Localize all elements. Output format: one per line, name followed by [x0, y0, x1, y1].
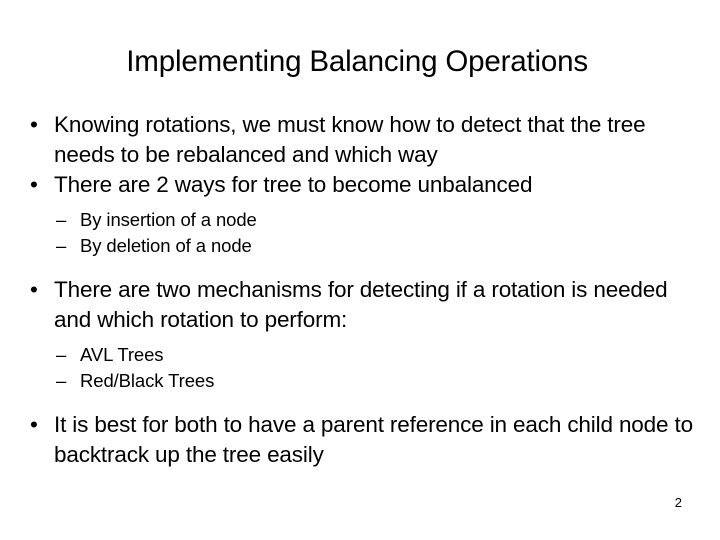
bullet-text: There are 2 ways for tree to become unba…: [54, 172, 533, 197]
sub-bullet-item-4: – Red/Black Trees: [0, 368, 720, 394]
spacer: [0, 259, 720, 275]
sub-bullet-text: AVL Trees: [80, 344, 164, 365]
bullet-text: It is best for both to have a parent ref…: [54, 412, 693, 467]
bullet-item-1: • Knowing rotations, we must know how to…: [0, 110, 720, 170]
bullet-marker-icon: •: [30, 172, 38, 197]
bullet-marker-icon: •: [30, 277, 38, 302]
page-title: Implementing Balancing Operations: [126, 45, 588, 78]
bullet-item-4: • It is best for both to have a parent r…: [0, 410, 720, 470]
spacer: [0, 200, 720, 207]
sub-bullet-text: By insertion of a node: [80, 209, 257, 230]
sub-bullet-item-1: – By insertion of a node: [0, 207, 720, 233]
bullet-text: There are two mechanisms for detecting i…: [54, 277, 668, 332]
spacer: [0, 335, 720, 342]
spacer: [0, 394, 720, 410]
sub-bullet-item-3: – AVL Trees: [0, 342, 720, 368]
slide-body-content: • Knowing rotations, we must know how to…: [0, 110, 720, 470]
dash-marker-icon: –: [56, 370, 67, 391]
dash-marker-icon: –: [56, 235, 67, 256]
sub-bullet-text: By deletion of a node: [80, 235, 252, 256]
bullet-item-2: • There are 2 ways for tree to become un…: [0, 170, 720, 200]
slide-number: 2: [674, 495, 682, 510]
sub-bullet-item-2: – By deletion of a node: [0, 233, 720, 259]
bullet-text: Knowing rotations, we must know how to d…: [54, 112, 646, 167]
bullet-marker-icon: •: [30, 112, 38, 137]
bullet-marker-icon: •: [30, 412, 38, 437]
dash-marker-icon: –: [56, 344, 67, 365]
dash-marker-icon: –: [56, 209, 67, 230]
sub-bullet-text: Red/Black Trees: [80, 370, 215, 391]
bullet-item-3: • There are two mechanisms for detecting…: [0, 275, 720, 335]
